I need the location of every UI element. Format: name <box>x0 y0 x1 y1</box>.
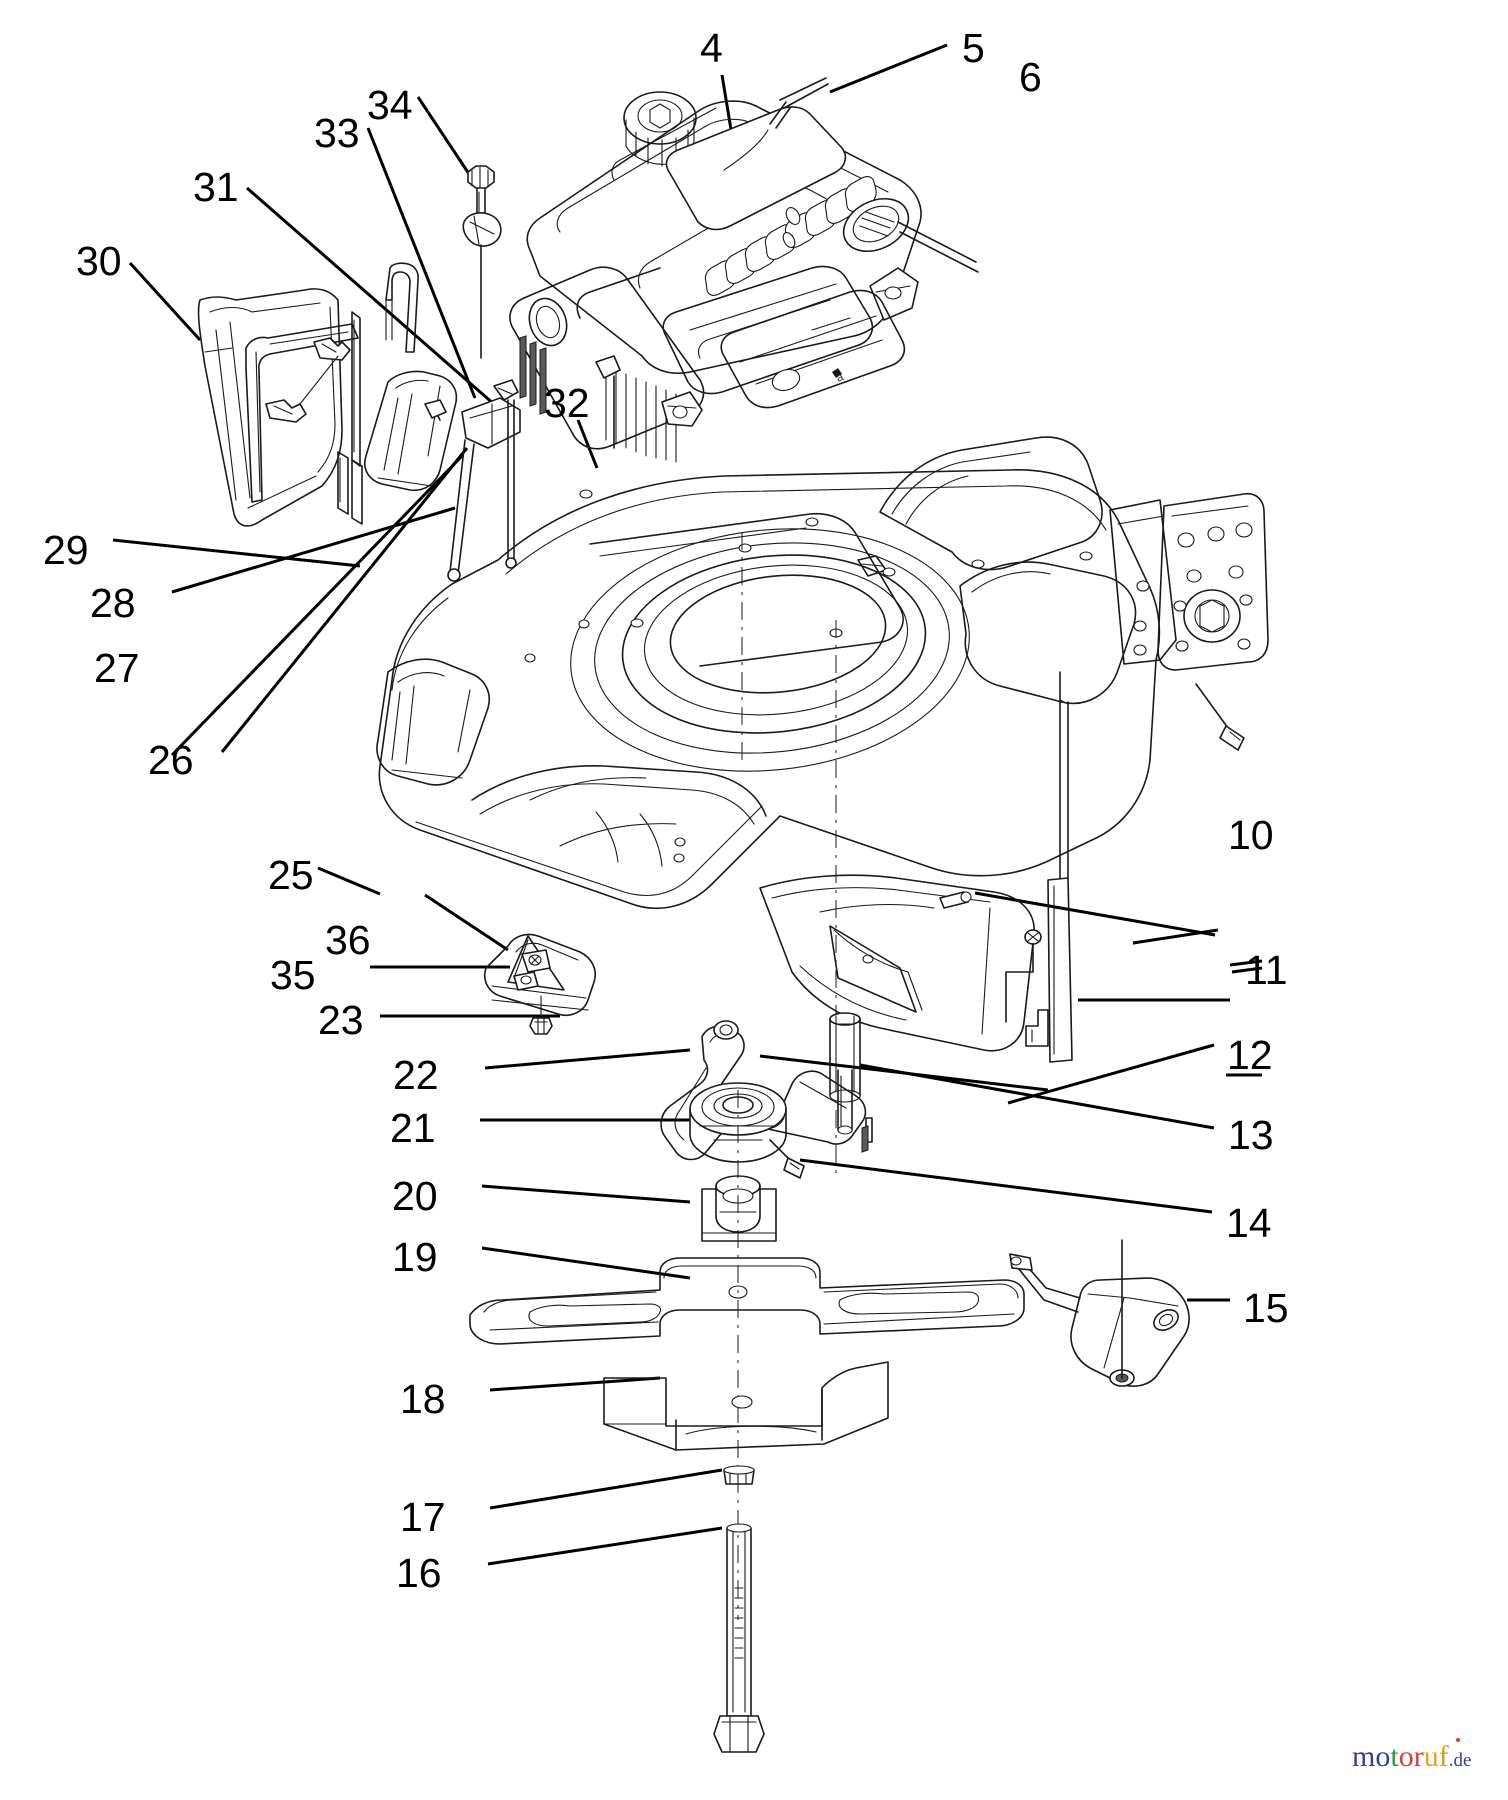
engine-assembly: a <box>509 77 979 463</box>
part-19-cutting-blade <box>469 1090 1025 1620</box>
callout-15: 15 <box>1243 1285 1289 1331</box>
callout-22: 22 <box>393 1052 439 1098</box>
callout-27: 27 <box>94 645 140 691</box>
callout-32: 32 <box>544 380 590 426</box>
engine-left-fins <box>519 335 547 415</box>
callout-26: 26 <box>148 737 194 783</box>
callout-25: 25 <box>268 852 314 898</box>
callout-5: 5 <box>962 25 985 71</box>
engine-fuel-cap <box>623 91 697 167</box>
engine-oil-port <box>842 197 910 253</box>
callout-34: 34 <box>367 82 413 128</box>
part-32-control-assembly <box>424 379 521 582</box>
leader-lines <box>112 43 1263 1566</box>
callout-31: 31 <box>193 164 239 210</box>
watermark-letter-o2: o <box>1398 1740 1414 1773</box>
callout-28: 28 <box>90 580 136 626</box>
callout-35: 35 <box>270 952 316 998</box>
callout-33: 33 <box>314 110 360 156</box>
watermark-letter-o1: o <box>1375 1740 1391 1773</box>
motoruf-watermark: motoruf.de <box>1352 1738 1472 1773</box>
watermark-letter-m: m <box>1352 1740 1376 1773</box>
part-28-bracket-clip <box>265 337 351 423</box>
callout-29: 29 <box>43 527 89 573</box>
callout-19: 19 <box>392 1234 438 1280</box>
part-22-blade-brake-bracket <box>660 1020 867 1161</box>
callout-14: 14 <box>1226 1200 1272 1246</box>
watermark-letter-r: r <box>1413 1740 1424 1773</box>
part-14-bolt <box>769 1139 805 1179</box>
part-29-left-handle-arm <box>245 323 359 503</box>
part-33-clamp <box>462 212 502 359</box>
part-31-handle-rod <box>351 262 419 467</box>
callout-20: 20 <box>392 1173 438 1219</box>
callout-23: 23 <box>318 997 364 1043</box>
part-18-blade-stiffener <box>603 1361 889 1451</box>
watermark-tld: de <box>1453 1750 1472 1771</box>
part-20-blade-adapter <box>701 1175 777 1242</box>
callout-16: 16 <box>396 1550 442 1596</box>
bolt-threads <box>734 1587 744 1659</box>
part-25-mower-deck-housing <box>376 436 1269 1180</box>
callout-36: 36 <box>325 917 371 963</box>
part-30-chute-panel <box>197 288 343 527</box>
callout-4: 4 <box>700 25 723 71</box>
part-17-washer <box>723 1465 755 1485</box>
svg-text:a: a <box>834 369 846 385</box>
callout-30: 30 <box>76 238 122 284</box>
part-13-spacer-sleeve <box>829 1012 861 1135</box>
part-16-bolt <box>713 1523 765 1753</box>
callout-13: 13 <box>1228 1112 1274 1158</box>
watermark-letter-u: u <box>1423 1740 1439 1773</box>
watermark-accent-dot <box>1456 1738 1460 1742</box>
watermark-letter-t: t <box>1390 1740 1399 1773</box>
part-34-knob <box>467 165 495 215</box>
callout-18: 18 <box>400 1376 446 1422</box>
callout-11: 11 <box>1245 947 1288 993</box>
callout-17: 17 <box>400 1494 446 1540</box>
part-15-height-adjust-lever <box>1009 1239 1190 1387</box>
callout-6: 6 <box>1019 54 1042 100</box>
watermark-letter-f: f <box>1438 1740 1449 1773</box>
parts-35-36-23-mulch-plug <box>484 933 596 1035</box>
parts-10-11-12-rear-deflector <box>759 671 1073 1153</box>
callout-21: 21 <box>390 1105 436 1151</box>
callout-10: 10 <box>1228 812 1274 858</box>
watermark-dot: . <box>1448 1750 1454 1771</box>
callout-12: 12 <box>1227 1032 1273 1078</box>
part-26-27-handle-support <box>337 370 458 525</box>
